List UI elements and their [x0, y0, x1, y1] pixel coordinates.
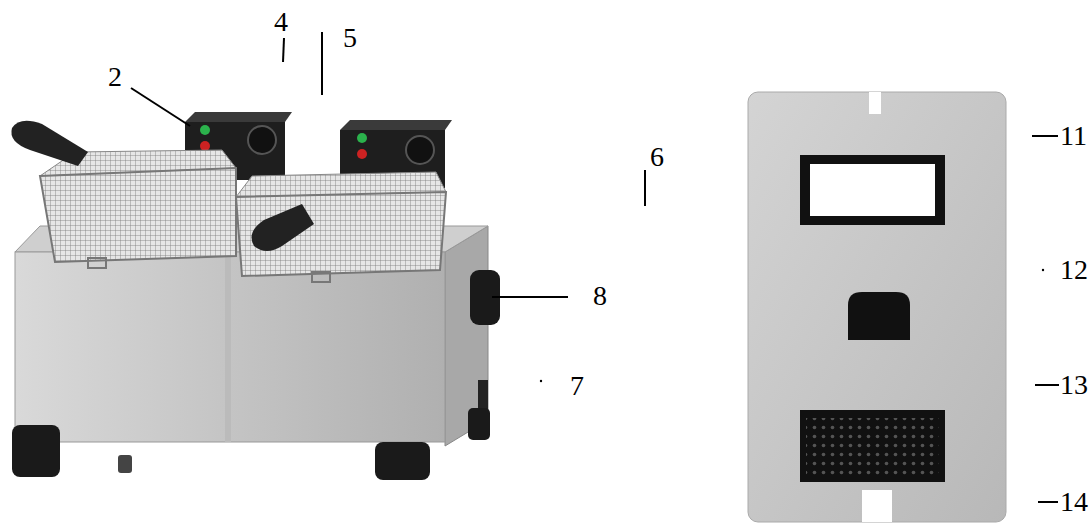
- window-frame: [800, 155, 945, 225]
- grille-frame: [800, 410, 945, 482]
- switch: [478, 380, 488, 410]
- knob: [248, 126, 276, 154]
- callout-number: 4: [274, 8, 288, 36]
- leader-line: [321, 32, 323, 95]
- basket-clip: [312, 272, 330, 282]
- basket-front: [236, 192, 446, 276]
- leader-line: [283, 38, 284, 62]
- panel-plate: [748, 92, 1006, 522]
- panel-notch: [862, 490, 892, 522]
- body-front: [15, 252, 445, 442]
- leader-line: [131, 88, 190, 126]
- window: [810, 164, 935, 216]
- callout-number: 6: [650, 143, 664, 171]
- foot: [468, 408, 490, 440]
- callout-number: 5: [343, 24, 357, 52]
- callout-number: 13: [1060, 371, 1088, 399]
- foot: [12, 425, 60, 477]
- leader-line: [1035, 384, 1059, 386]
- basket-handle: [252, 204, 314, 251]
- body-seam: [225, 252, 231, 442]
- knob: [406, 136, 434, 164]
- leaders: [131, 32, 1059, 502]
- basket-front: [40, 168, 236, 262]
- basket-handle: [11, 121, 88, 166]
- callout-number: 12: [1060, 256, 1088, 284]
- leader-line: [1038, 501, 1058, 503]
- callout-number: 8: [593, 282, 607, 310]
- control-top: [185, 112, 292, 122]
- red-light: [357, 149, 367, 159]
- green-light: [357, 133, 367, 143]
- callout-number: 11: [1060, 122, 1087, 150]
- red-light: [200, 141, 210, 151]
- leader-line: [1032, 135, 1058, 137]
- fryer: [11, 112, 500, 480]
- foot: [118, 455, 132, 473]
- control-panel: [748, 92, 1006, 522]
- callout-number: 14: [1060, 488, 1088, 516]
- callout-number: 7: [570, 372, 584, 400]
- callout-number: 2: [108, 63, 122, 91]
- control-top: [340, 120, 452, 130]
- leader-dot: [540, 380, 542, 382]
- green-light: [200, 125, 210, 135]
- basket-clip: [88, 258, 106, 268]
- foot: [375, 442, 430, 480]
- leader-line: [644, 170, 646, 206]
- grille: [806, 418, 939, 478]
- leader-line: [492, 296, 568, 298]
- panel-notch: [869, 92, 881, 114]
- leader-dot: [1042, 269, 1044, 271]
- panel-handle: [848, 292, 910, 340]
